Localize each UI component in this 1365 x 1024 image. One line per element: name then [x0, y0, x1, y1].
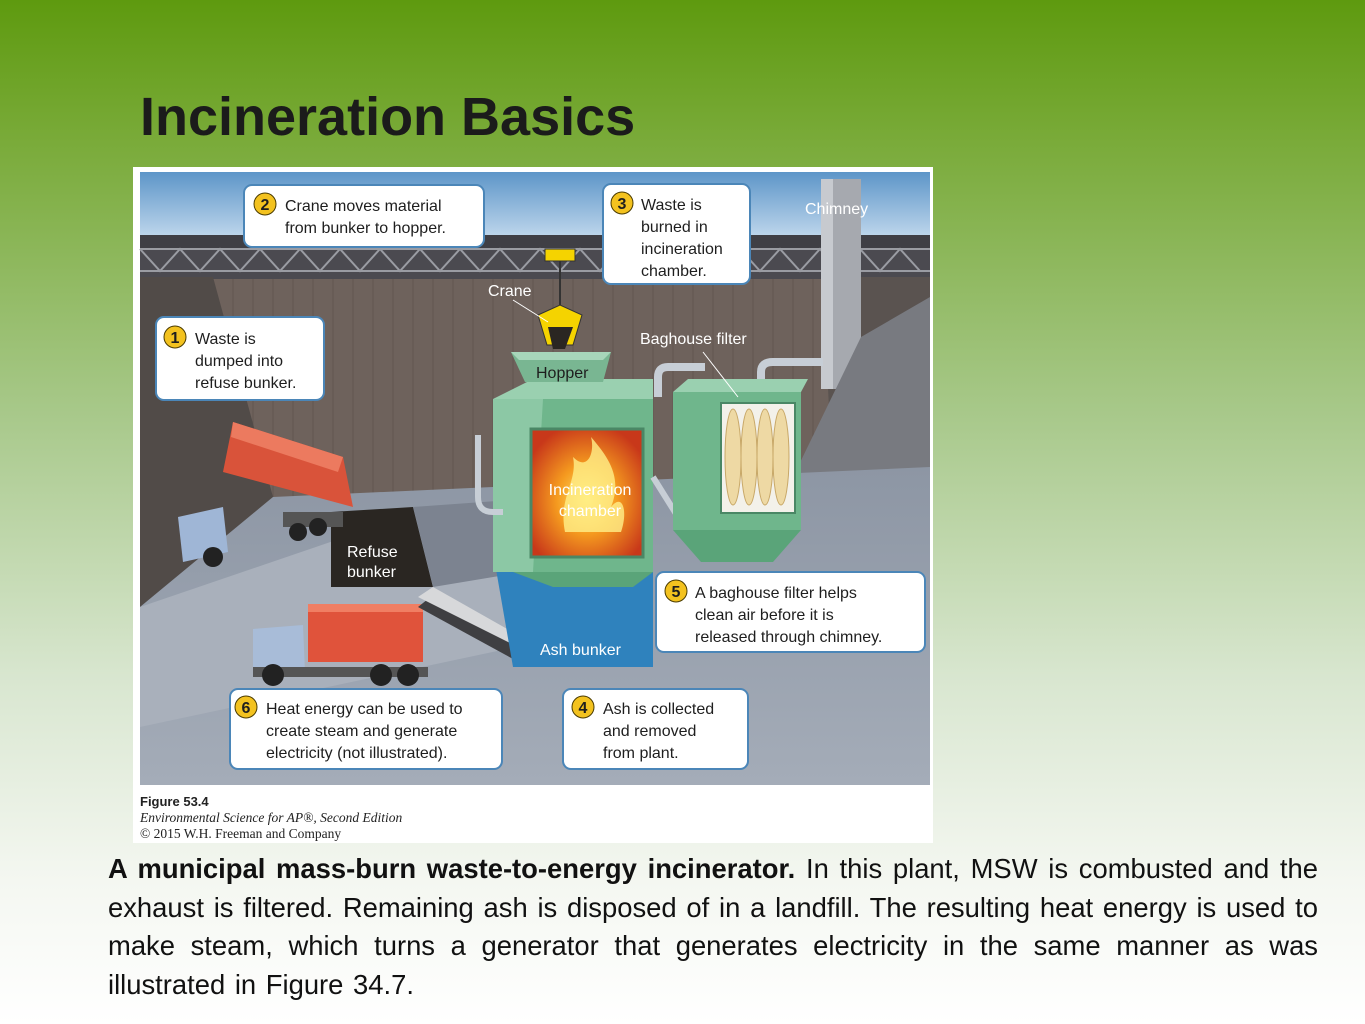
- step-5-number: 5: [672, 584, 681, 601]
- step-1-line2: dumped into: [195, 353, 283, 370]
- refuse-bunker-label-line2: bunker: [347, 564, 397, 581]
- baghouse-filter-label: Baghouse filter: [640, 331, 747, 348]
- step-1-number: 1: [171, 330, 180, 347]
- figure-credit: Figure 53.4 Environmental Science for AP…: [140, 794, 560, 842]
- ash-conveyor: [418, 595, 523, 659]
- step-3-line4: chamber.: [641, 263, 707, 280]
- incinerator-figure: Chimney Crane Hopper Baghouse filter Inc…: [133, 167, 933, 843]
- step-4-callout: 4 Ash is collected and removed from plan…: [562, 688, 749, 770]
- step-4-line1: Ash is collected: [603, 701, 714, 718]
- chimney-label: Chimney: [805, 201, 868, 218]
- step-5-line2: clean air before it is: [695, 607, 834, 624]
- step-3-line3: incineration: [641, 241, 723, 258]
- incineration-chamber-label-line2: chamber: [559, 503, 622, 520]
- step-6-number: 6: [242, 700, 251, 717]
- figure-caption: A municipal mass-burn waste-to-energy in…: [108, 850, 1318, 1004]
- step-4-number: 4: [579, 700, 588, 717]
- refuse-bunker: [331, 507, 433, 587]
- refuse-bunker-label-line1: Refuse: [347, 544, 398, 561]
- step-3-line1: Waste is: [641, 197, 702, 214]
- step-4-line3: from plant.: [603, 745, 679, 762]
- step-2-callout: 2 Crane moves material from bunker to ho…: [243, 184, 485, 248]
- hopper-label: Hopper: [536, 365, 589, 382]
- incinerator-illustration: Chimney Crane Hopper Baghouse filter Inc…: [139, 172, 930, 785]
- step-3-line2: burned in: [641, 219, 708, 236]
- dump-truck-upper: [178, 422, 353, 567]
- figure-number: Figure 53.4: [140, 794, 209, 809]
- step-5-line1: A baghouse filter helps: [695, 585, 857, 602]
- step-5-line3: released through chimney.: [695, 629, 882, 646]
- step-4-line2: and removed: [603, 723, 696, 740]
- step-2-line2: from bunker to hopper.: [285, 220, 446, 237]
- step-2-line1: Crane moves material: [285, 198, 442, 215]
- dump-truck-lower: [253, 604, 428, 686]
- roof-truss: [139, 247, 930, 273]
- caption-bold: A municipal mass-burn waste-to-energy in…: [108, 853, 796, 884]
- step-3-callout: 3 Waste is burned in incineration chambe…: [602, 183, 751, 285]
- figure-copyright: © 2015 W.H. Freeman and Company: [140, 826, 342, 841]
- step-2-number: 2: [261, 197, 270, 214]
- crane-trolley: [544, 248, 576, 262]
- step-1-callout: 1 Waste is dumped into refuse bunker.: [155, 316, 325, 401]
- crane-label: Crane: [488, 283, 532, 300]
- step-6-line3: electricity (not illustrated).: [266, 745, 447, 762]
- slide-title: Incineration Basics: [140, 87, 636, 147]
- caption-text: In this plant, MSW is combusted and the …: [108, 853, 1318, 1000]
- step-5-callout: 5 A baghouse filter helps clean air befo…: [655, 571, 926, 653]
- step-1-line1: Waste is: [195, 331, 256, 348]
- step-6-line1: Heat energy can be used to: [266, 701, 463, 718]
- exhaust-pipe: [654, 363, 705, 397]
- figure-source: Environmental Science for AP®, Second Ed…: [140, 810, 403, 825]
- step-3-number: 3: [618, 196, 627, 213]
- crane-bucket: [537, 304, 583, 346]
- step-6-callout: 6 Heat energy can be used to create stea…: [229, 688, 503, 770]
- incineration-chamber-label-line1: Incineration: [549, 482, 632, 499]
- ash-bunker-label: Ash bunker: [540, 642, 622, 659]
- step-1-line3: refuse bunker.: [195, 375, 296, 392]
- step-6-line2: create steam and generate: [266, 723, 457, 740]
